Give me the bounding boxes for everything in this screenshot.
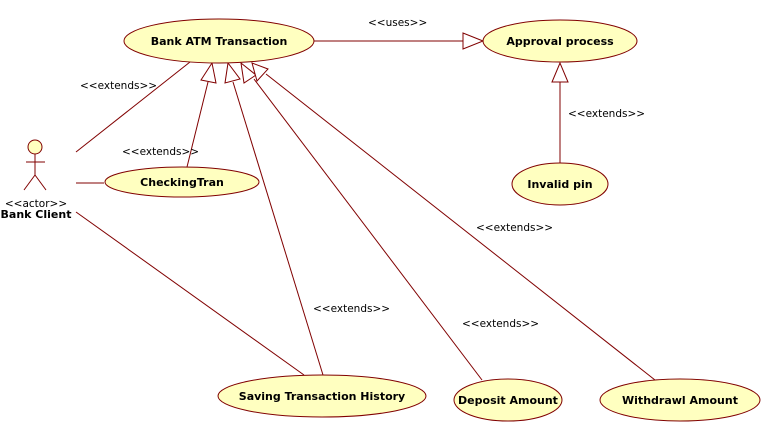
usecase-saving-transaction-history[interactable]: Saving Transaction History: [217, 374, 427, 418]
actor-head: [27, 139, 43, 155]
extends-label: <<extends>>: [476, 222, 553, 234]
usecase-label: Withdrawl Amount: [622, 394, 738, 407]
extends-label: <<extends>>: [462, 318, 539, 330]
association-actor-atm[interactable]: [75, 61, 191, 153]
usecase-withdrawl-amount[interactable]: Withdrawl Amount: [599, 378, 761, 422]
extends-label: <<extends>>: [80, 80, 157, 92]
usecase-label: Invalid pin: [527, 178, 592, 191]
usecase-bank-atm-transaction[interactable]: Bank ATM Transaction: [123, 18, 315, 64]
extends-label: <<extends>>: [122, 146, 199, 158]
extends-label: <<extends>>: [313, 303, 390, 315]
generalization-withdrawl-atm[interactable]: [265, 73, 656, 381]
generalization-saving-atm[interactable]: [232, 81, 324, 376]
generalization-arrowhead: [551, 61, 569, 83]
uses-label: <<uses>>: [368, 17, 427, 29]
usecase-approval-process[interactable]: Approval process: [482, 19, 638, 63]
generalization-arrowhead: [251, 62, 269, 83]
actor-name: Bank Client: [1, 208, 72, 221]
usecase-deposit-amount[interactable]: Deposit Amount: [453, 378, 563, 422]
usecase-label: Saving Transaction History: [239, 390, 405, 403]
association-actor-saving[interactable]: [75, 211, 305, 376]
actor-bank-client[interactable]: <<actor>> Bank Client: [1, 139, 72, 221]
usecase-label: Deposit Amount: [458, 394, 558, 407]
usecase-invalid-pin[interactable]: Invalid pin: [511, 162, 609, 206]
usecase-label: Approval process: [506, 35, 614, 48]
actor-stereotype: <<actor>>: [5, 198, 67, 210]
extends-label: <<extends>>: [568, 108, 645, 120]
usecase-checking-tran[interactable]: CheckingTran: [104, 166, 260, 198]
generalization-deposit-atm[interactable]: [253, 78, 483, 381]
usecase-label: CheckingTran: [140, 176, 224, 189]
uses-arrowhead: [462, 32, 485, 50]
usecase-label: Bank ATM Transaction: [151, 35, 288, 48]
generalization-arrowhead: [240, 61, 257, 84]
generalization-arrowhead: [224, 61, 241, 84]
generalization-checking-atm[interactable]: [186, 81, 209, 168]
generalization-arrowhead: [200, 61, 217, 84]
